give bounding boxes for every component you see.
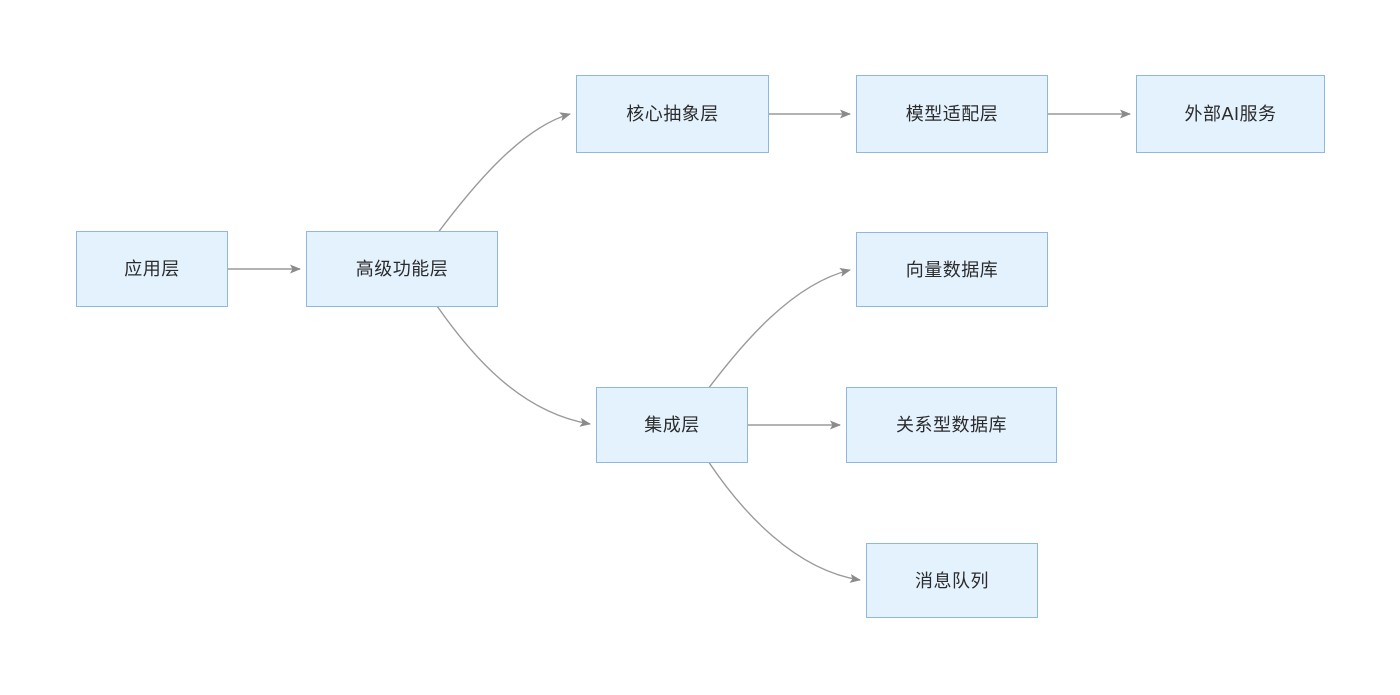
node-label-model-adapter: 模型适配层: [905, 104, 999, 124]
node-advanced-features[interactable]: 高级功能层: [306, 231, 498, 307]
node-relational-database[interactable]: 关系型数据库: [846, 387, 1057, 463]
node-integration[interactable]: 集成层: [596, 387, 748, 463]
edge-advanced-to-integration: [436, 305, 591, 427]
node-label-app: 应用层: [124, 259, 180, 279]
node-vector-database[interactable]: 向量数据库: [856, 232, 1048, 307]
node-label-core-abstraction: 核心抽象层: [626, 104, 719, 124]
edge-integration-to-queue: [707, 460, 861, 583]
node-external-ai-service[interactable]: 外部AI服务: [1136, 75, 1325, 153]
edge-integration-to-vector: [707, 267, 851, 390]
node-core-abstraction[interactable]: 核心抽象层: [576, 75, 769, 153]
node-label-message-queue: 消息队列: [915, 570, 989, 591]
node-label-external-ai-service: 外部AI服务: [1184, 104, 1277, 124]
node-label-advanced-features: 高级功能层: [355, 259, 449, 279]
edge-advanced-to-core: [436, 112, 571, 235]
node-model-adapter[interactable]: 模型适配层: [856, 75, 1048, 153]
node-app[interactable]: 应用层: [76, 231, 228, 307]
node-label-vector-database: 向量数据库: [905, 259, 999, 280]
node-message-queue[interactable]: 消息队列: [866, 543, 1038, 618]
node-label-relational-database: 关系型数据库: [896, 415, 1007, 435]
node-label-integration: 集成层: [644, 415, 700, 435]
